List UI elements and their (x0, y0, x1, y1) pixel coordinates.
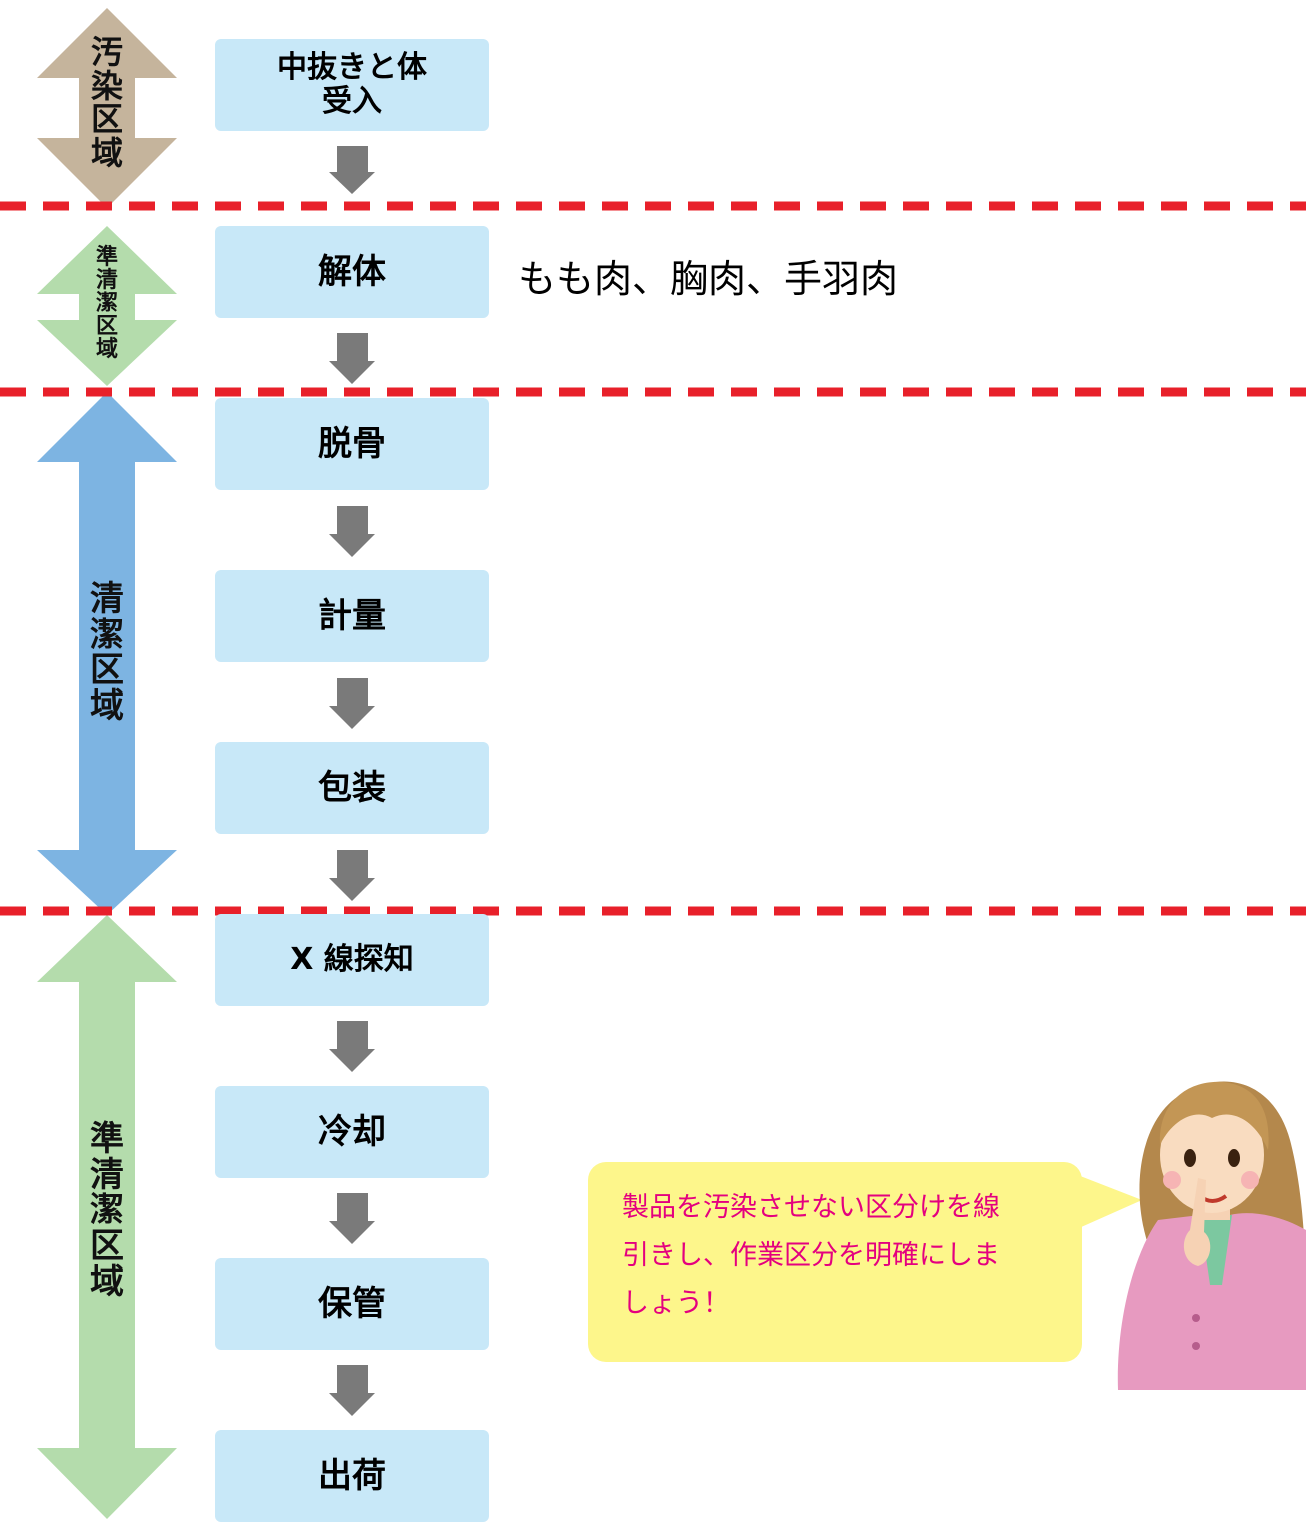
step-xray-detection: X 線探知 (215, 914, 489, 1006)
parts-annotation: もも肉、胸肉、手羽肉 (518, 257, 899, 301)
step-receiving: 中抜きと体受入 (215, 39, 489, 131)
zone-arrow-clean (37, 392, 177, 915)
flow-arrow-down-icon (329, 146, 375, 194)
step-weighing: 計量 (215, 570, 489, 662)
zone-arrow-dirty (37, 8, 177, 208)
speech-bubble (588, 1162, 1082, 1362)
flow-arrow-down-icon (329, 333, 375, 384)
character-illustration (1117, 1081, 1306, 1390)
step-cooling: 冷却 (215, 1086, 489, 1178)
flow-arrow-down-icon (329, 1365, 375, 1416)
flow-arrow-down-icon (329, 1193, 375, 1244)
flow-arrow-down-icon (329, 850, 375, 901)
zone-label-clean: 清潔区域 (90, 579, 124, 727)
step-packaging: 包装 (215, 742, 489, 834)
zone-label-semi-clean-1: 準清潔区域 (95, 245, 118, 363)
step-storage: 保管 (215, 1258, 489, 1350)
step-deboning: 脱骨 (215, 398, 489, 490)
speech-bubble-text: 製品を汚染させない区分けを線 引きし、作業区分を明確にしま しょう！ (622, 1192, 1000, 1319)
flow-arrow-down-icon (329, 1021, 375, 1072)
zone-arrow-semi-clean-2 (37, 915, 177, 1519)
flow-arrow-down-icon (329, 678, 375, 729)
step-shipping: 出荷 (215, 1430, 489, 1522)
speech-bubble-tail (1070, 1172, 1142, 1232)
flow-arrow-down-icon (329, 506, 375, 557)
step-dismantling: 解体 (215, 226, 489, 318)
zone-arrow-semi-clean-1 (37, 226, 177, 386)
zone-label-semi-clean-2: 準清潔区域 (90, 1119, 124, 1302)
zone-label-dirty: 汚染区域 (90, 33, 123, 172)
